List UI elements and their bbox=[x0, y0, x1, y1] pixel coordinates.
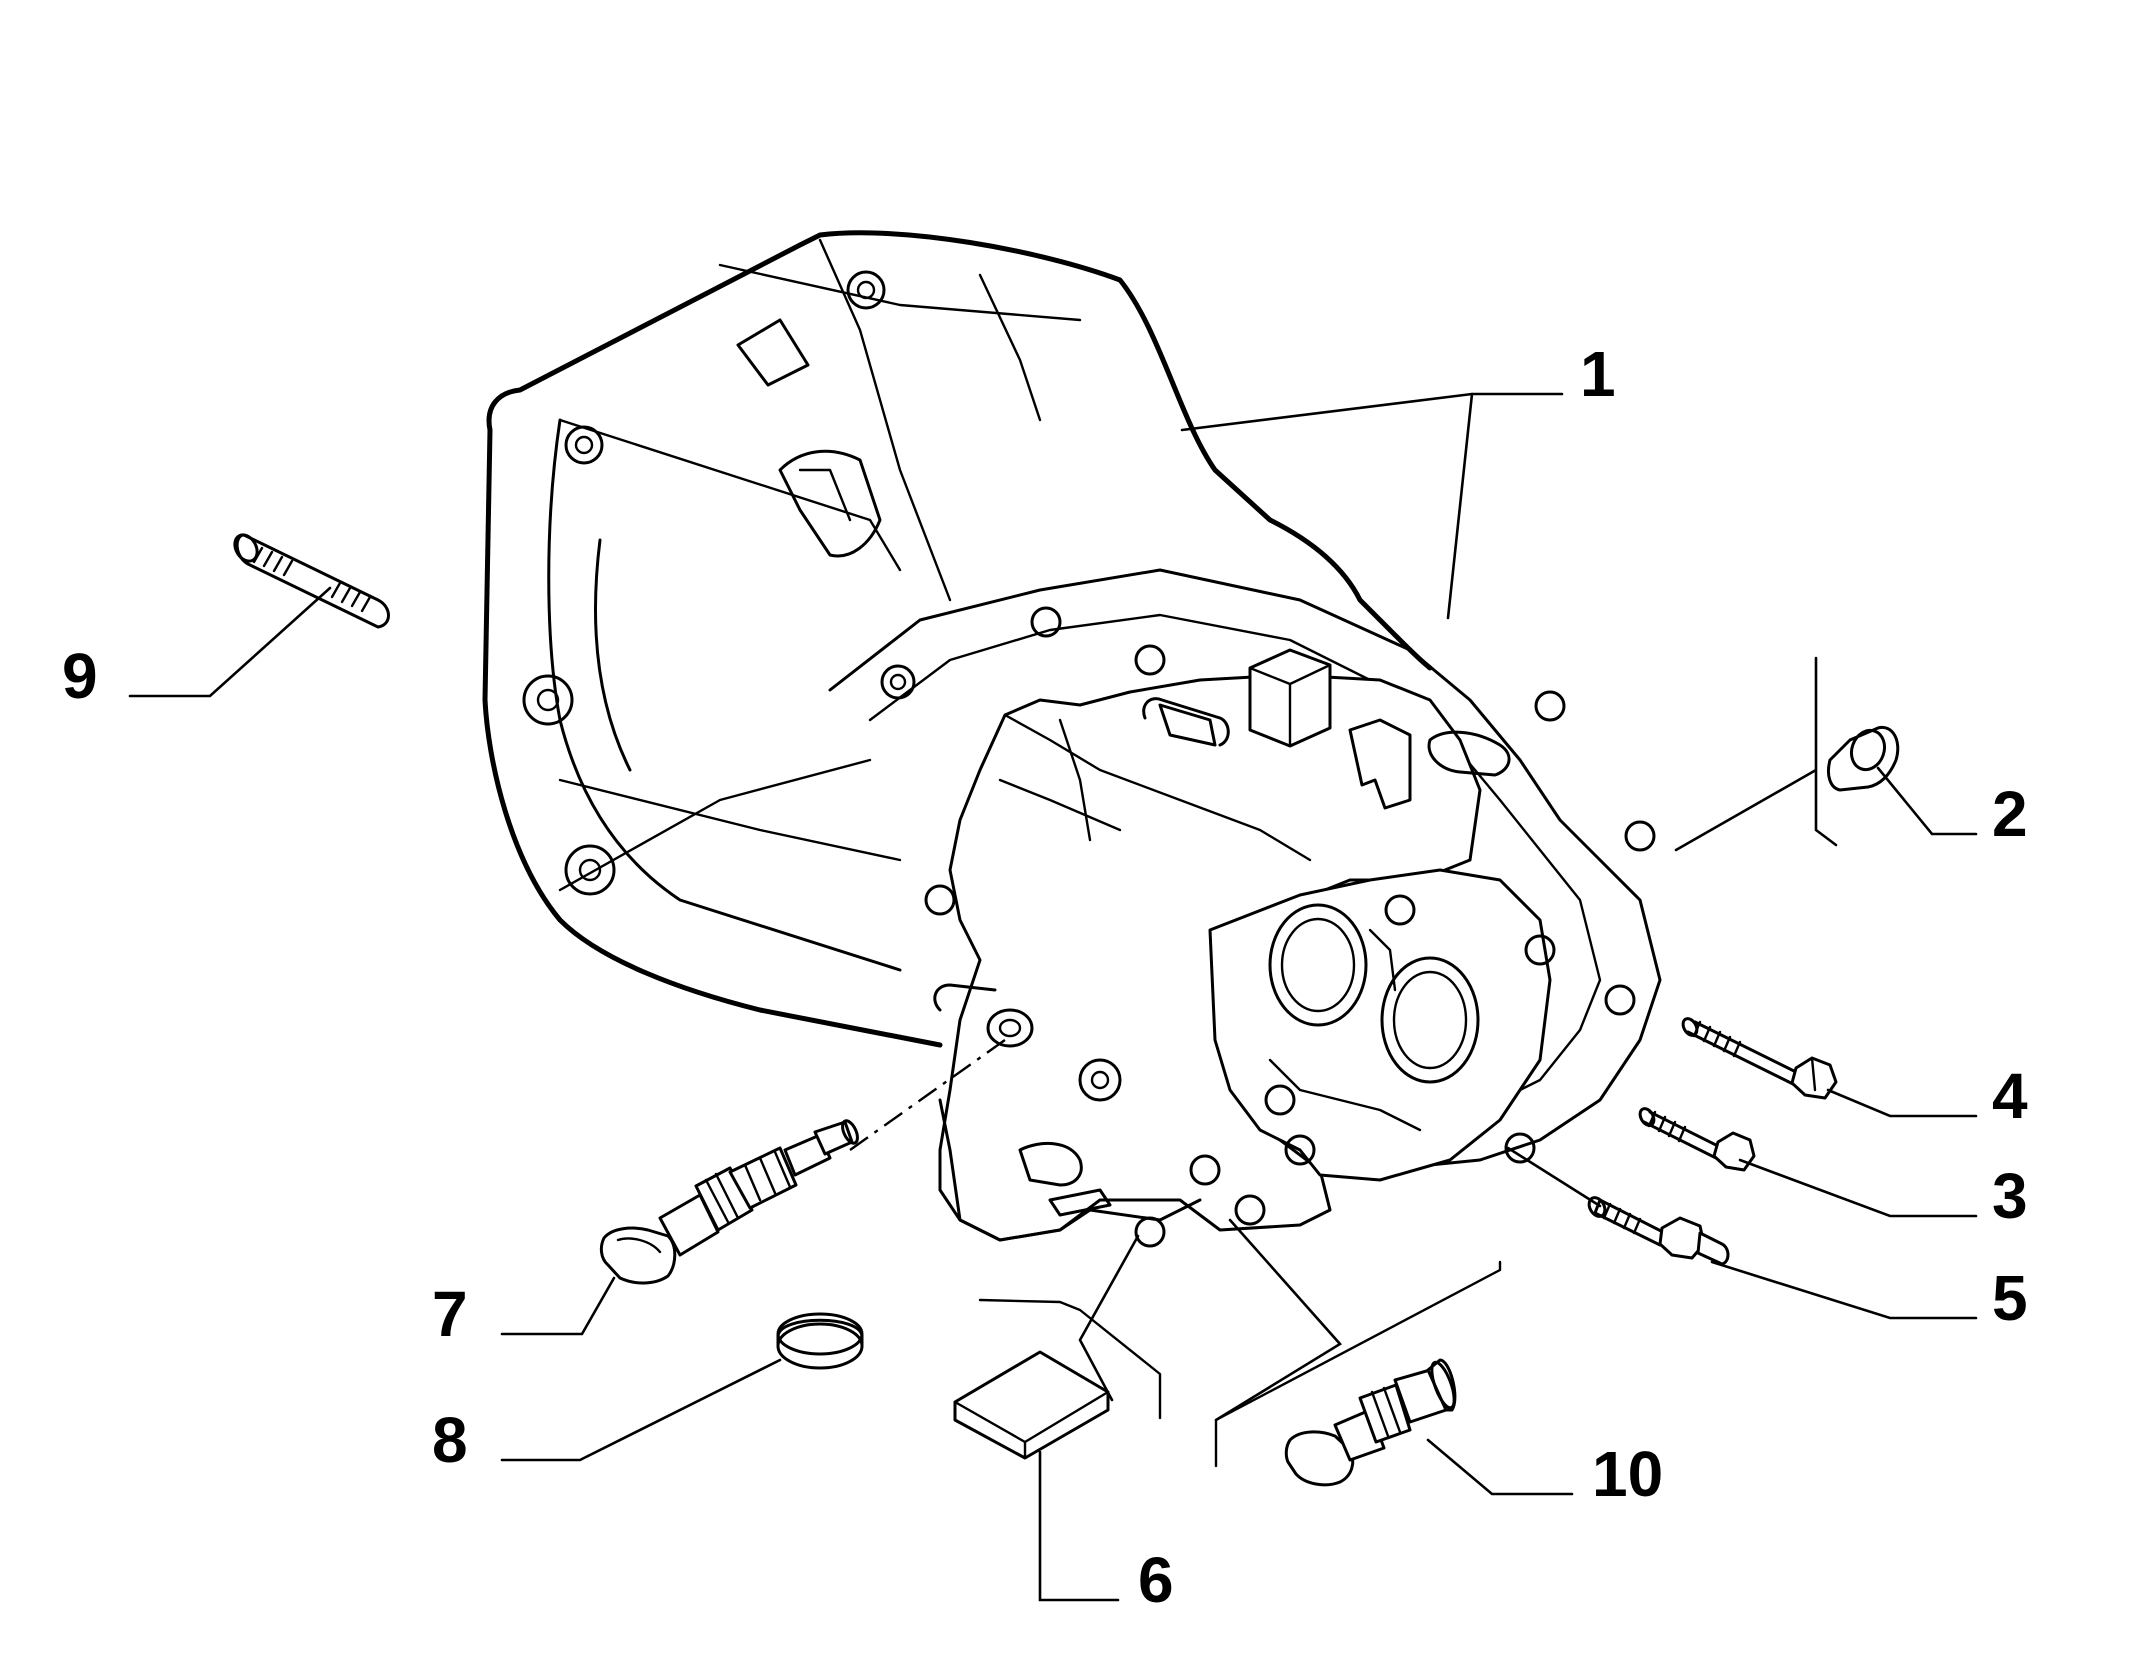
leader-8 bbox=[500, 1358, 782, 1462]
callout-6: 6 bbox=[1138, 1544, 1174, 1616]
leader-2 bbox=[1876, 766, 1978, 836]
callout-3: 3 bbox=[1992, 1160, 2028, 1232]
sensor-part-7 bbox=[599, 1039, 1006, 1285]
stud-bolt-part-5 bbox=[1587, 1196, 1730, 1266]
leader-5 bbox=[1710, 1260, 1978, 1320]
leader-6b bbox=[1078, 1234, 1140, 1402]
gasket-part-6 bbox=[953, 1298, 1162, 1460]
bush-part-2 bbox=[1826, 725, 1900, 792]
leader-2-bracket bbox=[1674, 656, 1838, 852]
callout-8: 8 bbox=[432, 1404, 468, 1476]
leader-6 bbox=[1038, 1450, 1120, 1602]
leader-5-part bbox=[1506, 1146, 1602, 1208]
callout-9: 9 bbox=[62, 640, 98, 712]
bolt-part-3 bbox=[1638, 1107, 1756, 1172]
callout-7: 7 bbox=[432, 1278, 468, 1350]
leader-1 bbox=[1180, 392, 1564, 432]
callout-1: 1 bbox=[1580, 338, 1616, 410]
bolt-part-4 bbox=[1681, 1017, 1838, 1100]
stud-part-9 bbox=[233, 533, 390, 629]
callout-5: 5 bbox=[1992, 1262, 2028, 1334]
gearbox-housing bbox=[482, 230, 1662, 1248]
callout-4: 4 bbox=[1992, 1060, 2028, 1132]
leader-4 bbox=[1826, 1088, 1978, 1118]
callout-10: 10 bbox=[1592, 1438, 1663, 1510]
leader-lines bbox=[128, 392, 1978, 1602]
leader-7 bbox=[500, 1276, 616, 1336]
leader-3 bbox=[1738, 1158, 1978, 1218]
cap-part-8 bbox=[776, 1312, 864, 1370]
leader-10 bbox=[1426, 1438, 1574, 1496]
callout-labels: 1 2 3 4 5 6 7 8 9 10 bbox=[62, 338, 2028, 1616]
sensor-part-10 bbox=[1214, 1260, 1502, 1487]
leader-1b bbox=[1446, 392, 1474, 620]
leader-9 bbox=[128, 586, 332, 698]
callout-2: 2 bbox=[1992, 778, 2028, 850]
leader-10b bbox=[1214, 1218, 1343, 1422]
